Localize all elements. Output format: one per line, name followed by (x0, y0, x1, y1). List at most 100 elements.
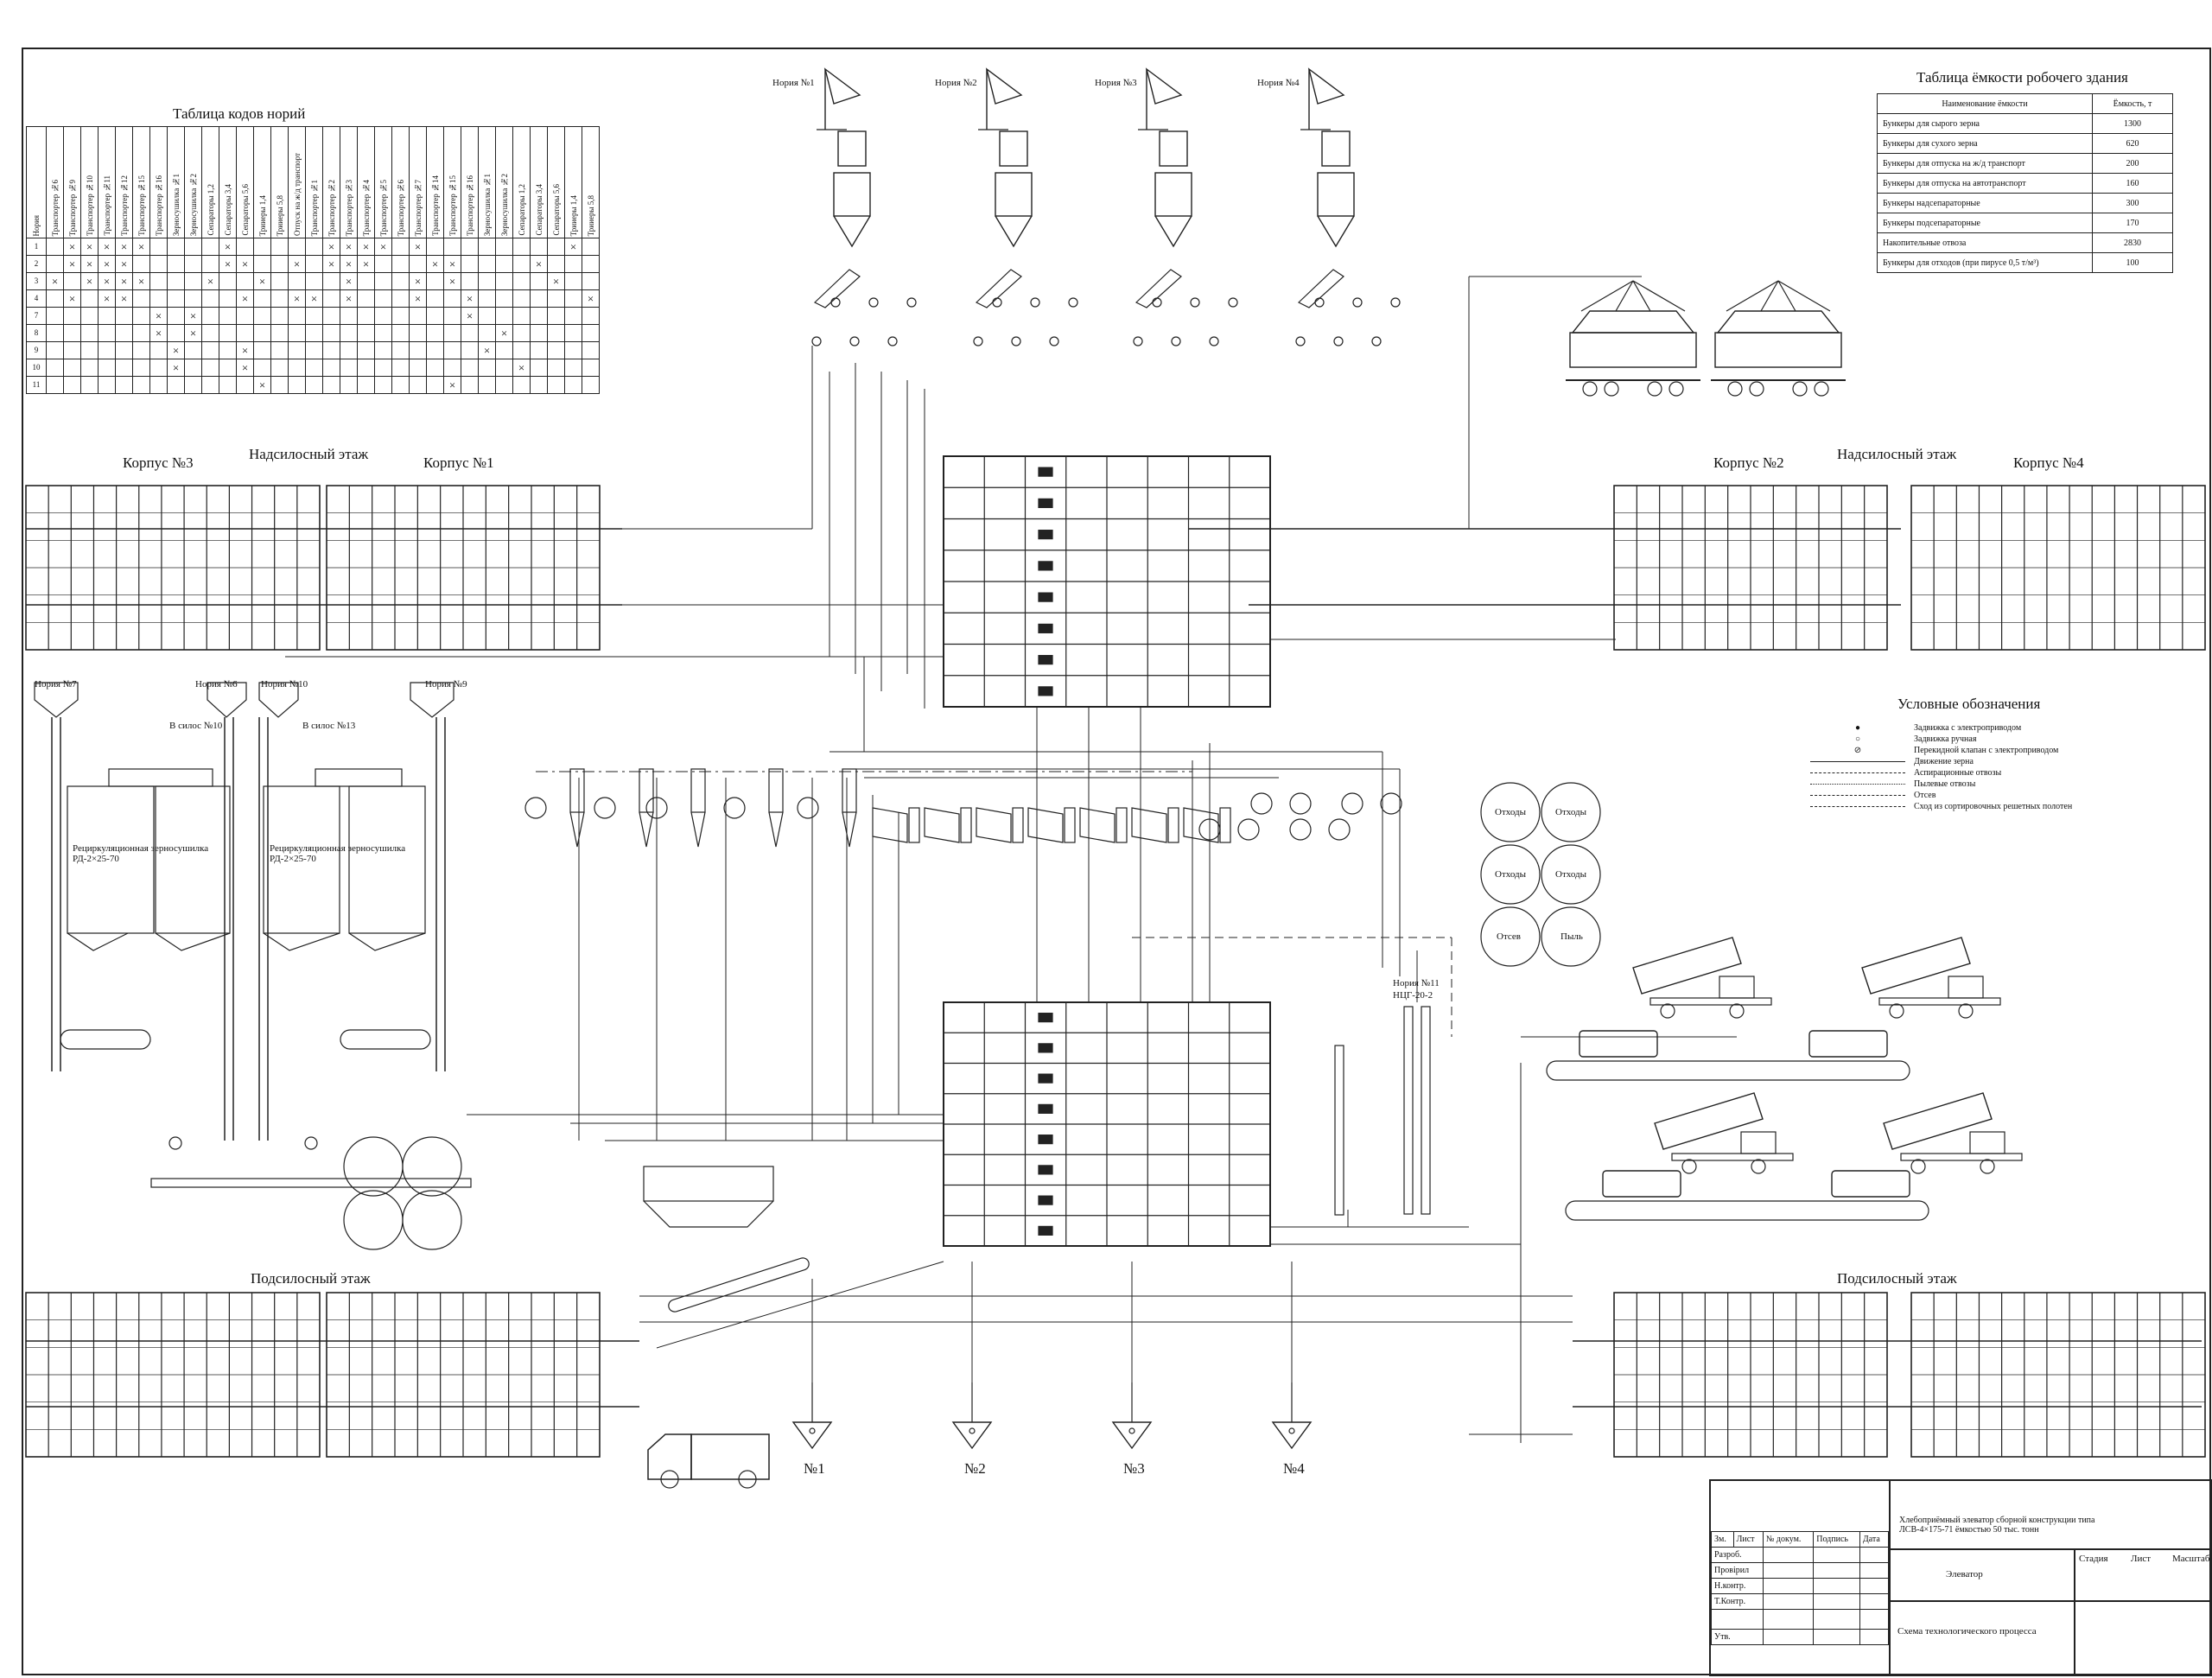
codes-cell (63, 272, 81, 290)
codes-cell: × (236, 255, 254, 273)
codes-cell (512, 272, 531, 290)
codes-cell (374, 324, 392, 342)
codes-cell: × (80, 272, 99, 290)
codes-cell (564, 341, 582, 359)
codes-cell (357, 341, 375, 359)
codes-cell (443, 341, 461, 359)
codes-cell (132, 255, 150, 273)
codes-cell (46, 376, 64, 394)
shipping-3: №3 (1123, 1460, 1145, 1477)
codes-col-header: Транспортер №5 (374, 126, 392, 238)
codes-cell (340, 376, 358, 394)
codes-cell (391, 324, 410, 342)
codes-cell (495, 255, 513, 273)
codes-cell (149, 255, 168, 273)
codes-cell (253, 307, 271, 325)
receiving-noria-2: Нория №2 (935, 78, 977, 88)
lower-distribution-grid (943, 1001, 1271, 1247)
codes-cell: × (253, 376, 271, 394)
codes-cell (236, 376, 254, 394)
codes-cell (357, 272, 375, 290)
codes-col-header: Транспортер №6 (391, 126, 410, 238)
codes-cell (80, 307, 99, 325)
codes-cell: × (322, 238, 340, 256)
capacity-table-title: Таблица ёмкости робочего здания (1916, 69, 2128, 86)
legend-item: ●Задвижка с электроприводом (1854, 723, 2022, 733)
codes-table-title: Таблица кодов норий (173, 105, 306, 122)
to-silo-13: В силос №13 (302, 721, 356, 731)
codes-cell: × (443, 255, 461, 273)
floor-title-bottom-left: Подсилосный этаж (251, 1270, 371, 1287)
codes-col-header: Транспортер №7 (409, 126, 427, 238)
codes-cell: × (98, 255, 116, 273)
codes-cell: × (426, 255, 444, 273)
codes-row: 10××× (26, 359, 600, 377)
codes-cell (270, 255, 289, 273)
codes-cell: × (530, 255, 548, 273)
codes-cell (288, 238, 306, 256)
codes-cell (495, 359, 513, 377)
codes-cell: × (115, 289, 133, 308)
codes-cell (149, 376, 168, 394)
codes-cell: × (461, 289, 479, 308)
dryer-right-label: Рециркуляционная зерносушилка РД-2×25-70 (270, 843, 406, 864)
silo-block (1613, 485, 1888, 651)
codes-col-header: Зерносушилка №2 (495, 126, 513, 238)
codes-cell (115, 324, 133, 342)
codes-col-header: Зерносушилка №1 (167, 126, 185, 238)
codes-cell (80, 376, 99, 394)
codes-cell (409, 359, 427, 377)
codes-cell: × (46, 272, 64, 290)
drawing-frame (22, 48, 2211, 1675)
codes-col-header: Трииеры 1,4 (253, 126, 271, 238)
corpus-3-title: Корпус №3 (123, 454, 194, 471)
codes-cell: × (288, 255, 306, 273)
codes-cell (253, 255, 271, 273)
dryer-noria-10: Нория №10 (261, 679, 308, 690)
codes-cell (391, 341, 410, 359)
codes-col-header: Транспортер №11 (98, 126, 116, 238)
codes-row: 4×××××××××× (26, 289, 600, 308)
codes-cell: × (305, 289, 323, 308)
codes-col-header: Сепараторы 3,4 (530, 126, 548, 238)
codes-row: 1×××××××××××× (26, 238, 600, 256)
legend-item: Отсев (1802, 790, 2072, 801)
codes-cell: × (98, 238, 116, 256)
codes-cell: × (357, 255, 375, 273)
codes-cell (391, 289, 410, 308)
codes-cell: × (253, 272, 271, 290)
codes-cell (132, 324, 150, 342)
codes-cell (340, 341, 358, 359)
codes-col-header: Транспортер №15 (132, 126, 150, 238)
codes-cell (582, 341, 600, 359)
codes-cell (253, 238, 271, 256)
codes-cell (322, 324, 340, 342)
codes-cell (98, 324, 116, 342)
codes-cell (461, 272, 479, 290)
codes-cell: × (63, 255, 81, 273)
codes-cell (149, 272, 168, 290)
codes-cell (322, 359, 340, 377)
receiving-noria-1: Нория №1 (772, 78, 815, 88)
codes-cell (564, 255, 582, 273)
codes-cell (184, 238, 202, 256)
codes-cell (564, 376, 582, 394)
codes-cell (132, 359, 150, 377)
legend: ●Задвижка с электроприводом ○Задвижка ру… (1802, 722, 2072, 812)
codes-col-header: Транспортер №9 (63, 126, 81, 238)
shipping-2: №2 (964, 1460, 986, 1477)
codes-cell: × (512, 359, 531, 377)
codes-cell (184, 376, 202, 394)
codes-cell (167, 255, 185, 273)
codes-cell: × (98, 272, 116, 290)
codes-cell (461, 255, 479, 273)
codes-col-header: Сепараторы 1,2 (201, 126, 219, 238)
codes-cell (219, 341, 237, 359)
codes-cell (391, 255, 410, 273)
codes-cell (305, 238, 323, 256)
codes-cell (98, 359, 116, 377)
codes-cell: × (132, 272, 150, 290)
codes-cell: × (443, 376, 461, 394)
codes-cell: × (409, 289, 427, 308)
